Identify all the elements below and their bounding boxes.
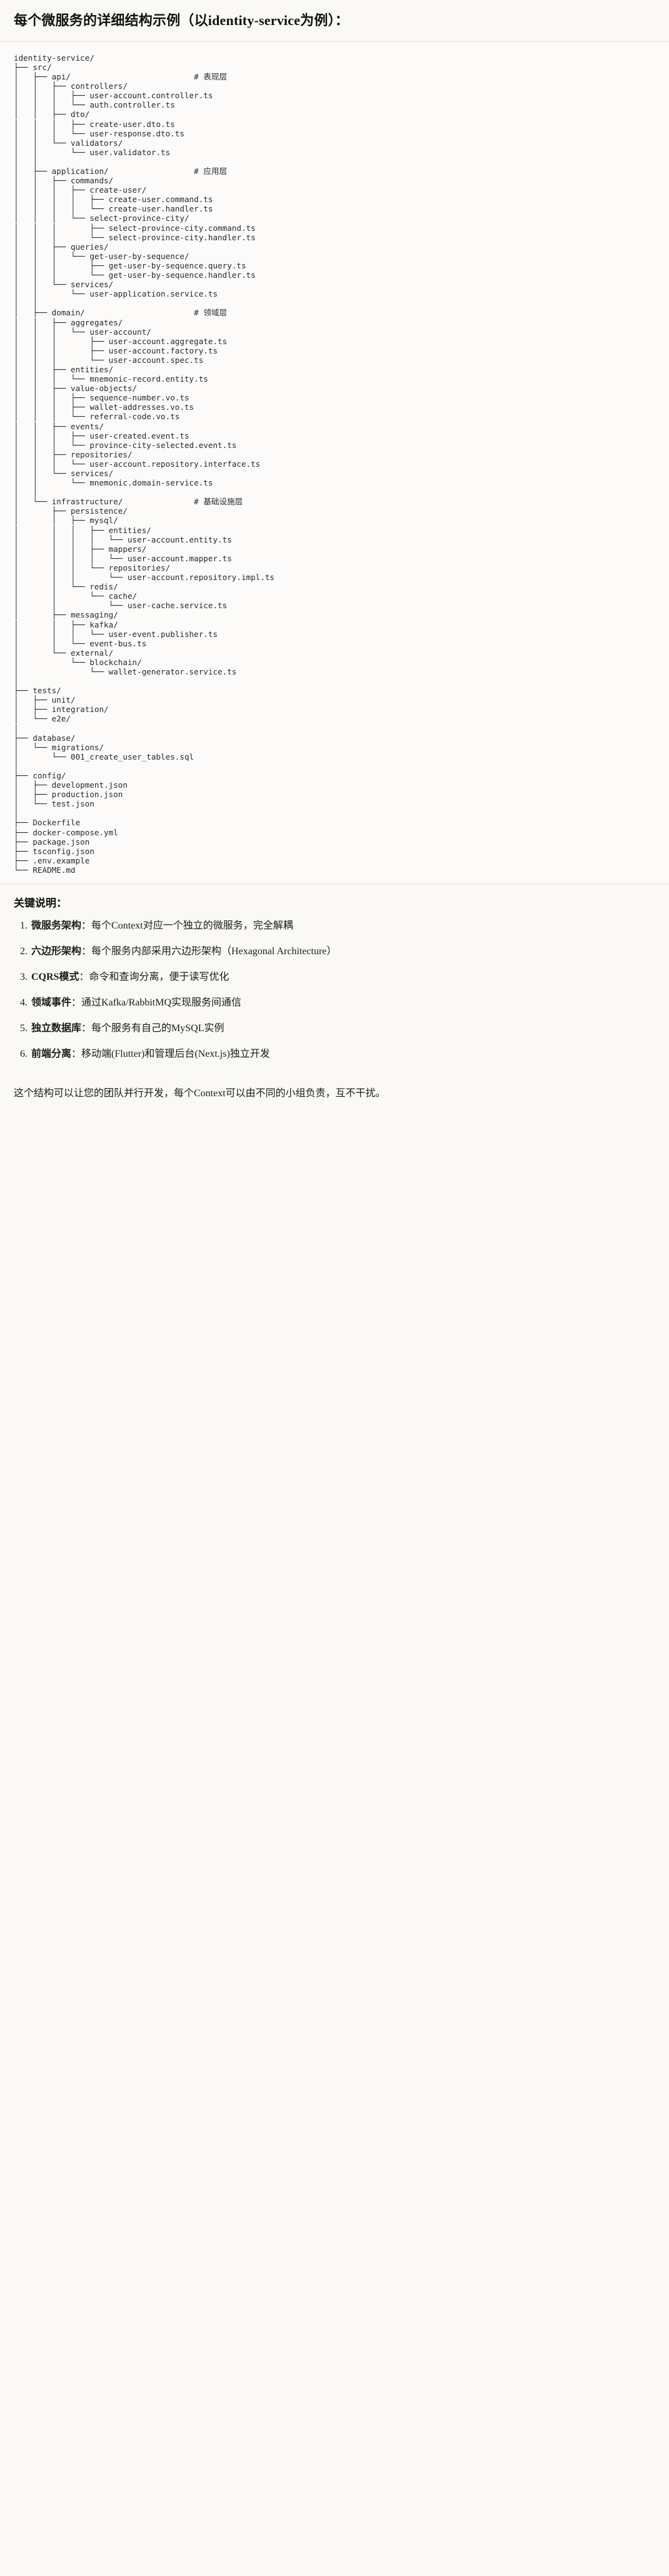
- note-sep: ：: [71, 997, 82, 1009]
- note-text: 每个Context对应一个独立的微服务，完全解耦: [91, 920, 293, 932]
- note-sep: ：: [81, 1023, 92, 1034]
- note-text: 每个服务内部采用六边形架构（Hexagonal Architecture）: [91, 946, 337, 957]
- key-notes-title: 关键说明：: [14, 897, 67, 910]
- note-text: 命令和查询分离，便于读写优化: [89, 972, 229, 983]
- list-item: 前端分离：移动端(Flutter)和管理后台(Next.js)独立开发: [30, 1047, 655, 1062]
- note-sep: ：: [71, 1049, 82, 1060]
- note-sep: ：: [81, 946, 92, 957]
- tree-divider: [0, 883, 669, 885]
- note-label: 微服务架构: [31, 920, 82, 932]
- list-item: 独立数据库：每个服务有自己的MySQL实例: [30, 1021, 655, 1036]
- page-title: 每个微服务的详细结构示例（以identity-service为例）：: [14, 13, 349, 28]
- directory-tree-block: identity-service/ ├── src/ │ ├── api/ # …: [0, 41, 669, 884]
- directory-tree: identity-service/ ├── src/ │ ├── api/ # …: [14, 53, 275, 875]
- list-item: 领域事件：通过Kafka/RabbitMQ实现服务间通信: [30, 995, 655, 1011]
- list-item: CQRS模式：命令和查询分离，便于读写优化: [30, 970, 655, 985]
- list-item: 微服务架构：每个Context对应一个独立的微服务，完全解耦: [30, 919, 655, 934]
- note-label: 六边形架构: [31, 946, 82, 957]
- note-sep: ：: [79, 972, 89, 983]
- list-item: 六边形架构：每个服务内部采用六边形架构（Hexagonal Architectu…: [30, 944, 655, 959]
- closing-paragraph: 这个结构可以让您的团队并行开发，每个Context可以由不同的小组负责，互不干扰…: [14, 1088, 386, 1099]
- note-label: 前端分离: [31, 1049, 72, 1060]
- key-notes-section: 关键说明： 微服务架构：每个Context对应一个独立的微服务，完全解耦 六边形…: [0, 884, 669, 1076]
- note-label: 领域事件: [31, 997, 72, 1009]
- note-text: 移动端(Flutter)和管理后台(Next.js)独立开发: [81, 1049, 270, 1060]
- note-label: 独立数据库: [31, 1023, 82, 1034]
- title-divider: [0, 41, 669, 42]
- note-label: CQRS模式: [31, 972, 79, 983]
- key-notes-list: 微服务架构：每个Context对应一个独立的微服务，完全解耦 六边形架构：每个服…: [14, 919, 655, 1062]
- note-sep: ：: [81, 920, 92, 932]
- note-text: 通过Kafka/RabbitMQ实现服务间通信: [81, 997, 242, 1009]
- document-page: 每个微服务的详细结构示例（以identity-service为例）： ident…: [0, 0, 669, 1102]
- note-text: 每个服务有自己的MySQL实例: [91, 1023, 224, 1034]
